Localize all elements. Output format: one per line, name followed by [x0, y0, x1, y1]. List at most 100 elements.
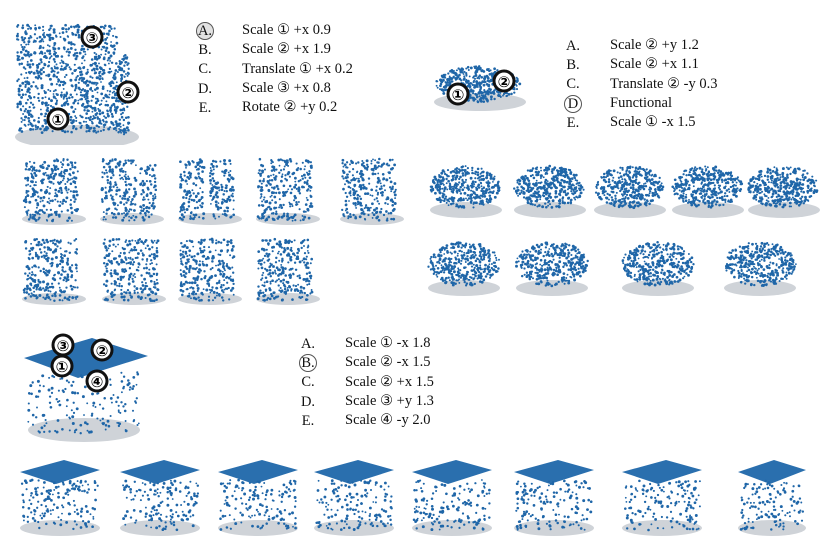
point	[41, 163, 44, 166]
thumbnail[interactable]	[510, 160, 588, 220]
thumbnail[interactable]	[98, 235, 166, 307]
point	[383, 189, 387, 192]
point	[273, 195, 277, 199]
point	[631, 183, 635, 186]
point	[94, 113, 98, 116]
point	[36, 127, 39, 130]
point	[622, 190, 626, 194]
option-b[interactable]: B.Scale ② +x 1.9	[196, 40, 353, 59]
point	[61, 268, 64, 272]
point	[36, 37, 39, 40]
point	[56, 263, 59, 267]
point	[113, 289, 116, 292]
thumbnail[interactable]	[590, 160, 668, 220]
point	[306, 189, 309, 192]
point	[122, 194, 125, 197]
point	[104, 284, 108, 288]
point	[301, 177, 304, 180]
point	[22, 288, 26, 292]
thumbnail[interactable]	[18, 235, 86, 307]
point	[563, 201, 566, 204]
point	[269, 207, 273, 211]
point	[61, 83, 65, 87]
thumbnail[interactable]	[174, 235, 242, 307]
thumbnail[interactable]	[18, 155, 86, 227]
point	[20, 120, 23, 123]
point	[86, 48, 89, 51]
point	[131, 280, 135, 283]
point	[603, 194, 606, 197]
thumbnail[interactable]	[336, 155, 404, 227]
point	[144, 214, 147, 217]
point	[147, 215, 151, 219]
thumbnail[interactable]	[174, 155, 242, 227]
point	[54, 198, 57, 201]
point	[132, 214, 135, 217]
thumbnail[interactable]	[668, 160, 746, 220]
point	[123, 275, 126, 278]
thumbnail[interactable]	[426, 160, 504, 220]
option-e[interactable]: E.Rotate ② +y 0.2	[196, 98, 353, 117]
point	[43, 250, 46, 253]
point	[269, 280, 272, 283]
point	[196, 206, 199, 210]
point	[20, 117, 23, 120]
point	[366, 165, 370, 168]
point	[372, 213, 376, 217]
point	[529, 202, 533, 206]
point	[180, 241, 183, 245]
point	[67, 216, 71, 220]
point	[533, 204, 537, 207]
point	[371, 194, 374, 197]
point	[277, 187, 280, 190]
point	[88, 130, 91, 133]
point	[515, 88, 519, 91]
point	[274, 191, 278, 195]
point	[377, 165, 380, 168]
option-b[interactable]: B.Scale ② +x 1.1	[564, 55, 718, 74]
point	[74, 127, 78, 131]
point	[189, 215, 192, 218]
point	[21, 56, 24, 60]
thumbnail[interactable]	[252, 155, 320, 227]
point	[201, 262, 204, 265]
point	[61, 260, 64, 263]
option-c[interactable]: C.Translate ② -y 0.3	[564, 75, 717, 94]
point	[80, 115, 83, 119]
point	[106, 59, 109, 62]
point	[109, 292, 113, 296]
point	[279, 279, 283, 283]
point	[272, 217, 275, 221]
point	[55, 75, 59, 79]
point	[544, 171, 548, 175]
point	[625, 193, 629, 196]
option-text: Functional	[610, 94, 673, 111]
point	[483, 75, 486, 78]
point	[110, 259, 113, 263]
point	[225, 264, 229, 268]
point	[140, 290, 144, 294]
point	[450, 178, 454, 182]
option-a[interactable]: A.Scale ① +x 0.9	[196, 21, 353, 40]
thumbnail[interactable]	[252, 235, 320, 307]
point	[349, 215, 352, 219]
point	[52, 95, 56, 99]
option-c[interactable]: C.Translate ① +x 0.2	[196, 60, 353, 79]
thumbnail[interactable]	[96, 155, 164, 227]
point	[442, 91, 446, 95]
point	[306, 261, 309, 265]
point	[448, 187, 452, 191]
option-d[interactable]: D.Scale ③ +x 0.8	[196, 79, 353, 98]
option-e[interactable]: E.Scale ① -x 1.5	[564, 113, 718, 132]
point	[224, 172, 227, 175]
option-a[interactable]: A.Scale ② +y 1.2	[564, 36, 718, 55]
point	[184, 272, 188, 275]
point	[216, 287, 219, 290]
point	[48, 192, 51, 195]
point	[515, 192, 518, 195]
point	[114, 181, 117, 184]
point	[112, 293, 116, 297]
point	[53, 60, 57, 63]
point	[563, 175, 567, 179]
